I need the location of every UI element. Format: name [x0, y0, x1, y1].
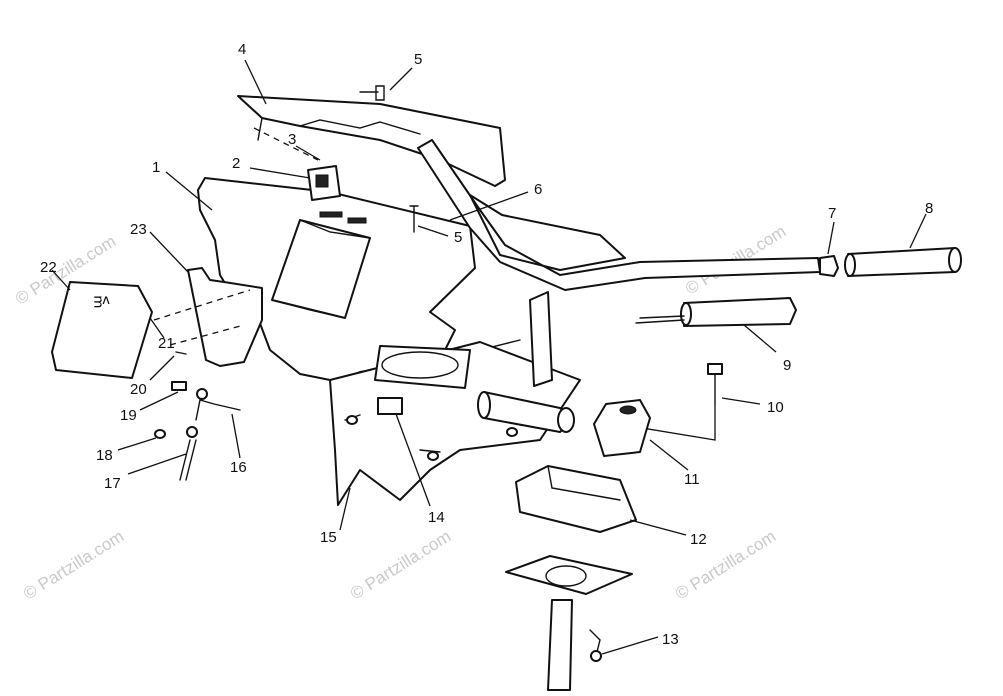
callout-21: 21 [158, 335, 175, 352]
part-2-3-switch [307, 165, 341, 201]
part-hardware [154, 351, 403, 481]
decal-text: ᴟᴧ [94, 293, 110, 308]
callout-16: 16 [230, 459, 247, 476]
callout-23: 23 [130, 221, 147, 238]
callout-17: 17 [104, 475, 121, 492]
part-11-clamp [593, 399, 651, 457]
part-5-screws [359, 85, 419, 233]
callouts: 4 5 3 2 1 6 5 7 8 9 10 11 12 13 14 15 16… [40, 41, 933, 648]
callout-14: 14 [428, 509, 445, 526]
callout-5: 5 [414, 51, 422, 68]
callout-9: 9 [783, 357, 791, 374]
part-6-handlebar [417, 139, 821, 387]
part-7-end-plug [819, 255, 839, 277]
callout-15: 15 [320, 529, 337, 546]
callout-5b: 5 [454, 229, 462, 246]
part-8-grip [844, 247, 962, 277]
callout-4: 4 [238, 41, 246, 58]
callout-12: 12 [690, 531, 707, 548]
callout-22: 22 [40, 259, 57, 276]
part-10-bolt [629, 363, 723, 441]
callout-3: 3 [288, 131, 296, 148]
part-22-decal: ᴟᴧ [51, 281, 153, 379]
callout-13: 13 [662, 631, 679, 648]
watermark: © Partzilla.com [672, 527, 779, 604]
part-12-riser-block [515, 465, 637, 533]
leaders [51, 59, 927, 655]
steering-shaft [477, 391, 575, 433]
callout-18: 18 [96, 447, 113, 464]
callout-1: 1 [152, 159, 160, 176]
callout-8: 8 [925, 200, 933, 217]
watermark: © Partzilla.com [20, 527, 127, 604]
callout-19: 19 [120, 407, 137, 424]
part-15-fairing [329, 341, 581, 506]
callout-10: 10 [767, 399, 784, 416]
callout-11: 11 [684, 471, 700, 488]
part-13-column [505, 555, 633, 691]
callout-6: 6 [534, 181, 542, 198]
part-4-cover [237, 95, 506, 187]
part-23-bracket [153, 267, 263, 367]
callout-2: 2 [232, 155, 240, 172]
watermark: © Partzilla.com [347, 527, 454, 604]
part-9-heated-grip [635, 297, 797, 327]
part-1-pod [197, 177, 521, 383]
callout-7: 7 [828, 205, 836, 222]
callout-20: 20 [130, 381, 147, 398]
